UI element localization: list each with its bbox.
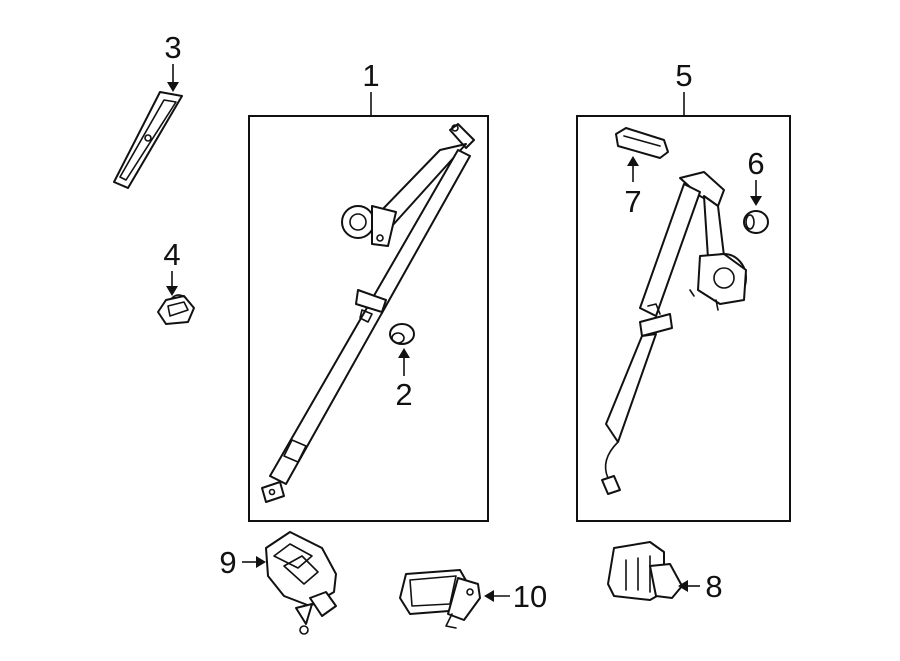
- callout-9: 9: [219, 545, 266, 580]
- svg-text:5: 5: [675, 58, 692, 93]
- part-2-button-stop: [389, 323, 415, 345]
- callout-5: 5: [675, 58, 693, 116]
- svg-text:3: 3: [164, 30, 181, 65]
- part-7-trim-cap: [615, 127, 669, 159]
- svg-text:7: 7: [624, 184, 641, 219]
- callout-3: 3: [164, 30, 182, 92]
- svg-text:9: 9: [219, 545, 236, 580]
- callout-7: 7: [624, 156, 642, 219]
- part-8-buckle-assembly: [607, 541, 683, 601]
- part-4-guide-clip: [157, 294, 195, 325]
- callout-4: 4: [163, 237, 181, 296]
- part-10-rear-buckle: [399, 569, 481, 629]
- callout-2: 2: [395, 348, 413, 412]
- part-6-button-stop: [743, 210, 769, 234]
- part-3-trim-cover: [113, 91, 183, 189]
- callout-8: 8: [678, 569, 723, 604]
- part-5-rear-belt: [601, 171, 747, 495]
- callout-10: 10: [484, 579, 547, 614]
- svg-text:6: 6: [747, 146, 764, 181]
- part-1-front-belt: [261, 123, 475, 503]
- svg-text:2: 2: [395, 377, 412, 412]
- svg-text:1: 1: [362, 58, 379, 93]
- svg-text:8: 8: [705, 569, 722, 604]
- callout-1: 1: [362, 58, 380, 116]
- part-9-front-buckle: [265, 531, 337, 635]
- svg-text:10: 10: [513, 579, 547, 614]
- svg-text:4: 4: [163, 237, 180, 272]
- callout-6: 6: [747, 146, 765, 206]
